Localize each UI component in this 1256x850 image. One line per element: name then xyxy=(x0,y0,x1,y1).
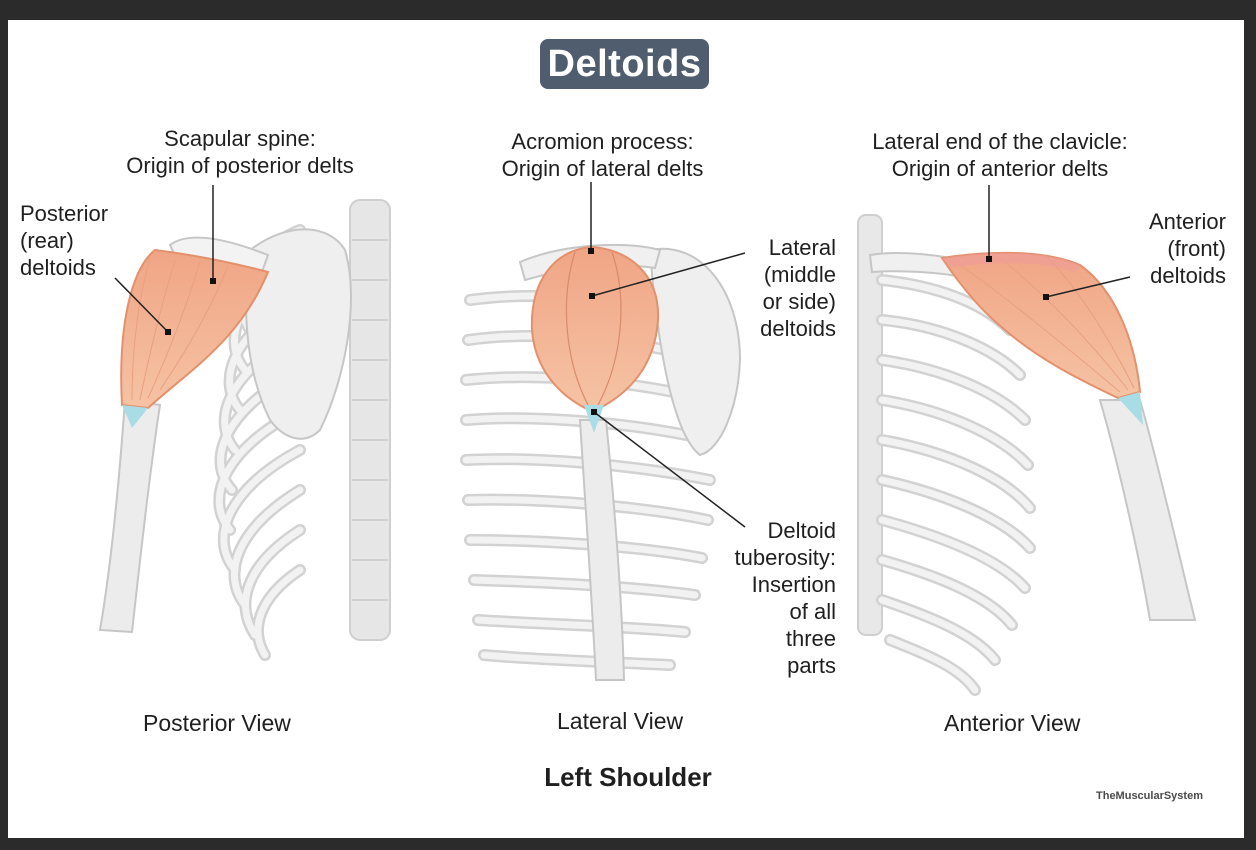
anterior-origin-label: Lateral end of the clavicle: Origin of a… xyxy=(872,129,1128,181)
watermark-logo: TheMuscularSystem xyxy=(1096,790,1203,802)
title-badge: Deltoids xyxy=(540,39,709,89)
posterior-origin-label: Scapular spine: Origin of posterior delt… xyxy=(126,126,354,178)
posterior-spine xyxy=(349,199,391,641)
pointer-lines xyxy=(114,182,1131,528)
anterior-view-label: Anterior View xyxy=(944,710,1081,736)
left-shoulder-title: Left Shoulder xyxy=(544,762,712,792)
lateral-scapula xyxy=(648,247,742,457)
lateral-origin-label: Acromion process: Origin of lateral delt… xyxy=(501,129,704,181)
anterior-view-illustration xyxy=(857,214,1197,696)
posterior-humerus xyxy=(98,398,162,634)
lateral-humerus xyxy=(578,419,626,681)
posterior-view-illustration xyxy=(98,199,391,661)
pointer-dots xyxy=(165,248,1049,415)
lateral-deltoid-tendon xyxy=(584,405,604,433)
posterior-deltoid-fibers xyxy=(131,257,229,401)
anterior-humerus xyxy=(1098,399,1197,621)
posterior-vertebrae xyxy=(352,239,388,601)
lateral-deltoid-label: Lateral (middle or side) deltoids xyxy=(760,235,836,341)
anterior-deltoid-label: Anterior (front) deltoids xyxy=(1148,209,1226,288)
anterior-deltoid-tendon xyxy=(1118,392,1143,425)
lateral-view-illustration xyxy=(460,243,742,681)
posterior-deltoid-label: Posterior (rear) deltoids xyxy=(20,201,109,280)
deltoid-tuberosity-label: Deltoid tuberosity: Insertion of all thr… xyxy=(734,518,837,678)
lateral-deltoid-fibers xyxy=(565,251,622,406)
posterior-deltoid-tendon xyxy=(122,405,148,428)
lateral-view-label: Lateral View xyxy=(557,708,684,734)
anterior-clavicle-origin xyxy=(942,252,1080,272)
anterior-deltoid-fibers xyxy=(959,254,1135,393)
posterior-scapula xyxy=(245,228,352,440)
anterior-ribs-inner xyxy=(878,276,1034,694)
posterior-deltoid-muscle xyxy=(120,248,270,410)
posterior-view-label: Posterior View xyxy=(143,710,291,736)
